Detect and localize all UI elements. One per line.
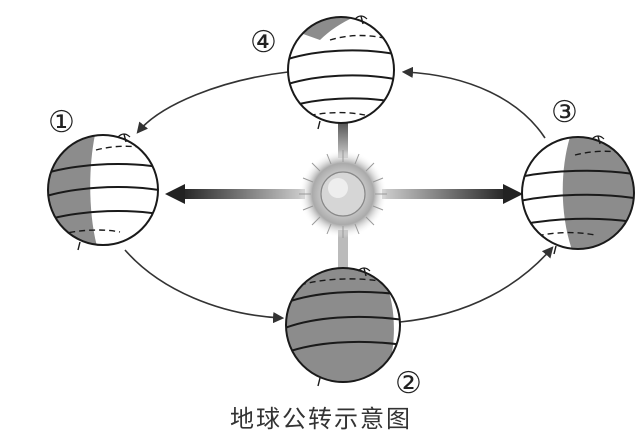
orbit-arc-4-to-1 bbox=[138, 72, 288, 132]
beam-right-head bbox=[503, 184, 523, 204]
position-label-3: ③ bbox=[551, 95, 578, 130]
beam-right bbox=[382, 189, 508, 199]
position-label-1: ① bbox=[48, 105, 75, 140]
earth-position-4 bbox=[285, 15, 400, 130]
sun-icon bbox=[299, 150, 387, 238]
orbit-arc-1-to-2 bbox=[125, 250, 282, 318]
position-label-2: ② bbox=[395, 366, 422, 401]
earth-position-2 bbox=[280, 265, 410, 390]
orbit-arc-2-to-3 bbox=[400, 248, 552, 322]
beam-left bbox=[180, 189, 305, 199]
beam-left-head bbox=[165, 184, 185, 204]
diagram-caption: 地球公转示意图 bbox=[230, 405, 412, 433]
earth-position-3 bbox=[515, 130, 643, 260]
position-label-4: ④ bbox=[250, 25, 277, 60]
orbit-arc-3-to-4 bbox=[404, 72, 545, 138]
earth-position-1 bbox=[40, 130, 180, 260]
